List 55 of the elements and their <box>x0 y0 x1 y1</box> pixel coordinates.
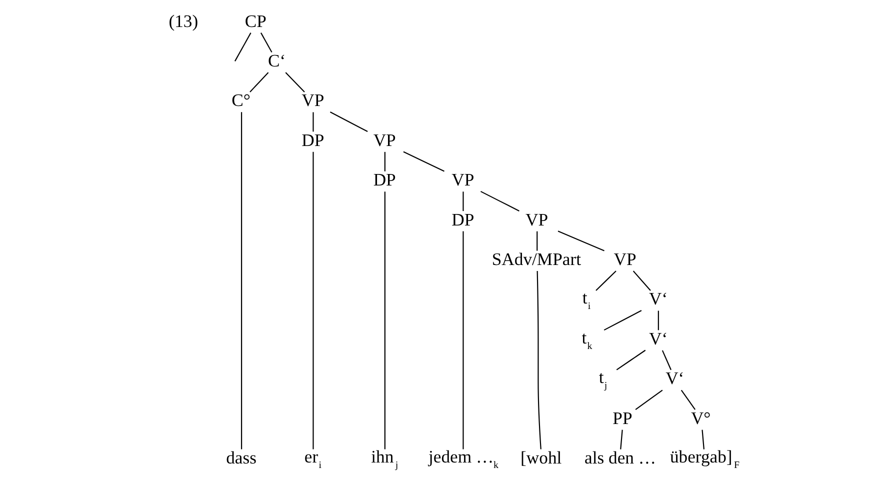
connector <box>284 72 304 92</box>
node-text: jedem …$_{k}$ <box>428 446 498 471</box>
node-text: C° <box>231 90 250 110</box>
node-text: DP <box>372 170 396 190</box>
node-text: V‘ <box>648 328 668 348</box>
connector <box>462 231 464 450</box>
node-text: DP <box>301 130 324 150</box>
node-text: VP <box>372 130 396 150</box>
connector <box>462 192 464 212</box>
node-text: VP <box>301 90 324 110</box>
connector <box>402 151 444 172</box>
node-text: V‘ <box>665 368 684 388</box>
node-text: CP <box>244 10 266 31</box>
connector <box>557 230 604 252</box>
connector <box>249 72 268 92</box>
connector <box>536 270 541 450</box>
connector <box>312 112 314 132</box>
node-text: V‘ <box>648 288 668 309</box>
node-text: ihn$_{j}$ <box>370 446 398 471</box>
connector <box>657 310 658 330</box>
connector <box>329 112 368 132</box>
node-text: C‘ <box>268 50 286 71</box>
connector <box>480 190 519 212</box>
node-text: PP <box>612 408 632 428</box>
node-text: t$_{k}$ <box>581 327 592 352</box>
connector <box>536 231 538 251</box>
connector <box>260 32 272 53</box>
node-text: VP <box>451 170 474 190</box>
node-text: DP <box>451 209 474 230</box>
node-text: er$_{i}$ <box>304 446 322 471</box>
connector <box>701 430 704 450</box>
node-text: VP <box>525 209 548 230</box>
label: (13) <box>168 10 198 31</box>
node-text: [wohl <box>520 448 562 468</box>
connector <box>620 430 622 450</box>
connector <box>312 152 314 450</box>
connector <box>603 310 642 331</box>
node-text: VP <box>613 249 636 270</box>
connector <box>680 390 696 410</box>
node-text: übergab]$_{F}$ <box>670 446 739 471</box>
connector <box>632 270 650 291</box>
node-text: t$_{i}$ <box>582 288 590 312</box>
connector <box>661 350 671 370</box>
node-text: SAdv/MPart <box>491 249 581 270</box>
connector <box>616 350 646 370</box>
connector <box>234 32 251 62</box>
connector <box>240 112 242 450</box>
connector <box>634 390 662 410</box>
connector <box>384 152 385 172</box>
node-text: t$_{j}$ <box>598 367 607 392</box>
connector <box>595 270 616 291</box>
node-text: als den … <box>584 448 656 468</box>
node-text: V° <box>690 408 710 428</box>
node-text: dass <box>226 448 256 468</box>
connector <box>384 192 385 450</box>
